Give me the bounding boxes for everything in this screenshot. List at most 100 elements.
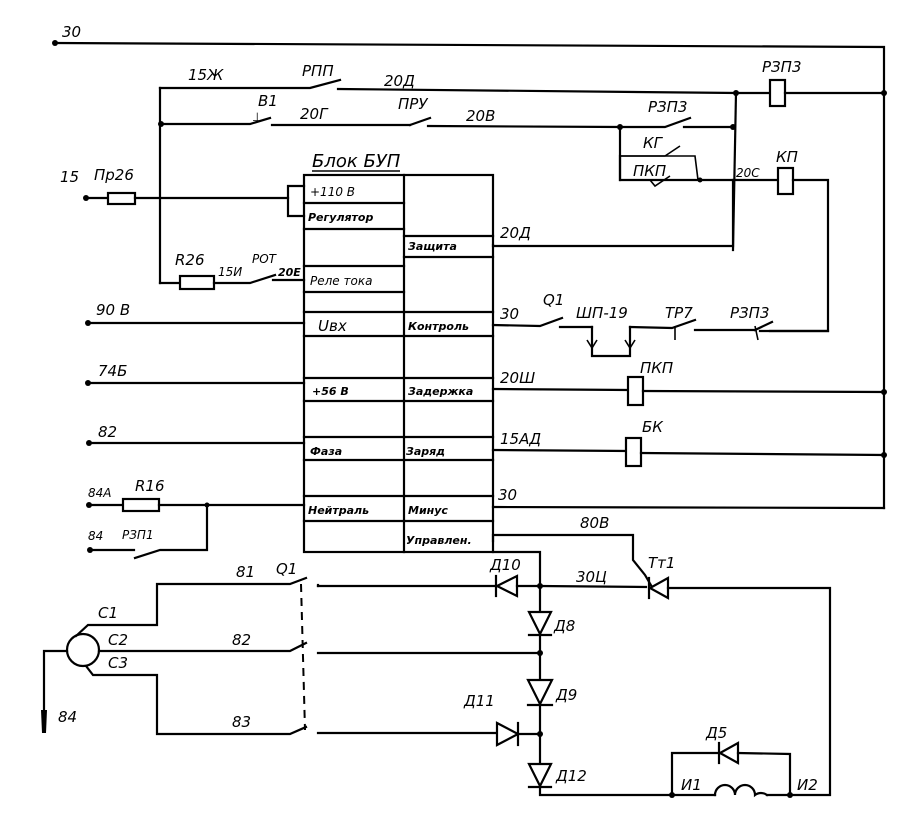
switch-label-b1: В1 [258, 92, 278, 110]
diode-d11 [495, 721, 521, 747]
wire-label-80v: 80В [580, 514, 609, 532]
contact-label-rpp: РПП [302, 62, 334, 80]
cell-charge: Заряд [406, 445, 445, 458]
cell-uin: Uвх [318, 317, 347, 335]
wire-label-84a: 84А [88, 486, 111, 500]
cell-control-out: Управлен. [406, 534, 472, 547]
switch-label-q1-top: Q1 [543, 291, 564, 309]
ground-terminal-icon [41, 710, 47, 733]
coil-label-bk: БК [642, 418, 664, 436]
phase-label-c1: С1 [98, 604, 118, 622]
diode-d9 [526, 678, 554, 707]
cell-control: Контроль [408, 320, 469, 333]
terminal-label-i2: И2 [797, 776, 818, 794]
diode-label-d8: Д8 [553, 617, 575, 635]
phase-label-c3: С3 [108, 654, 128, 672]
bus-30-top: 30 [52, 23, 886, 510]
coil-label-pkp: ПКП [640, 359, 673, 377]
relay-bk: 15АД БК [491, 418, 886, 468]
wire-label-30-top: 30 [62, 23, 81, 41]
wire-30-minus: 30 [491, 486, 886, 510]
thyristor-label-tt1: Тт1 [648, 554, 675, 572]
wire-label-20g: 20Г [300, 105, 329, 123]
coil-label-kp: КП [776, 148, 798, 166]
wire-label-15: 15 [60, 168, 79, 186]
resistor-label-r16: R16 [135, 477, 165, 495]
contact-label-rot: РОТ [252, 252, 278, 266]
diode-label-d9: Д9 [555, 686, 577, 704]
relay-kp: 20С КП [736, 148, 830, 333]
input-74b: 74Б [85, 362, 306, 386]
wire-80v-thyristor: 80В Тт1 [491, 514, 675, 589]
circuit-rpp: 15Ж РПП 20Д РЗП3 [158, 58, 886, 108]
fuse-pr26 [106, 191, 137, 206]
contact-label-pkp: ПКП [633, 162, 666, 180]
diode-d12 [527, 762, 553, 789]
wire-label-81: 81 [236, 563, 255, 581]
relay-coil-rzp3 [768, 78, 787, 108]
block-bup: Блок БУП +110 В Регулятор Реле тока Uв [302, 151, 495, 554]
block-title: Блок БУП [312, 151, 401, 172]
contact-label-rzp3-ctrl: РЗП3 [730, 304, 770, 322]
generator-q1: С1 С2 С3 81 Q1 82 83 84 [41, 560, 542, 736]
wire-label-74b: 74Б [98, 362, 127, 380]
cell-delay: Задержка [408, 385, 473, 398]
wire-label-90v: 90 В [96, 301, 130, 319]
input-82: 82 [86, 423, 306, 446]
input-84a-r16: 84А R16 84 РЗП1 [86, 477, 306, 560]
resistor-r26 [178, 274, 216, 291]
wire-label-83: 83 [232, 713, 251, 731]
diode-d5 [717, 741, 740, 765]
wire-20d-protection: 20Д [491, 178, 735, 248]
cell-current-relay: Реле тока [310, 274, 372, 288]
wire-label-30-minus: 30 [498, 486, 517, 504]
contact-label-kg: КГ [643, 134, 664, 152]
resistor-r16 [121, 497, 161, 513]
cell-plus110v: +110 В [310, 185, 355, 199]
wire-label-15zh: 15Ж [188, 66, 224, 84]
diode-label-d12: Д12 [555, 767, 587, 785]
diode-label-d11: Д11 [463, 692, 495, 710]
resistor-label-r26: R26 [175, 251, 205, 269]
coil-label-rzp3: РЗП3 [762, 58, 802, 76]
circuit-pru: В1 ⊥ 20Г ПРУ 20В [158, 86, 622, 285]
wire-label-30-ctrl: 30 [500, 305, 519, 323]
wire-label-20d-top: 20Д [384, 72, 415, 90]
wire-label-82: 82 [98, 423, 117, 441]
thyristor-tt1 [647, 576, 670, 600]
diode-label-d5: Д5 [705, 724, 727, 742]
wire-label-20e: 20Е [278, 266, 301, 279]
diode-bridge: Д10 30Ц Д8 Д9 Д11 Д12 [316, 550, 832, 795]
cell-plus56v: +56 В [312, 385, 349, 398]
circuit-r26-rot: R26 15И РОТ 20Е [158, 251, 306, 291]
wire-label-82-gen: 82 [232, 631, 251, 649]
wire-label-84: 84 [88, 529, 103, 543]
wire-label-15i: 15И [218, 265, 242, 279]
switch-label-q1-bottom: Q1 [276, 560, 297, 578]
diode-d8 [527, 610, 553, 637]
connector-label-shp19: ШП-19 [576, 304, 628, 322]
terminal-label-i1: И1 [681, 776, 702, 794]
cell-neutral: Нейтраль [308, 504, 369, 517]
wire-label-30ts: 30Ц [576, 568, 607, 586]
input-15-fuse: 15 Пр26 [60, 166, 306, 218]
inductor-coil-icon [713, 783, 769, 798]
inductor-with-d5: Д5 И1 И2 [538, 724, 832, 798]
wire-label-20d-mid: 20Д [500, 224, 531, 242]
input-90v: 90 В [85, 301, 306, 326]
wire-label-20sh: 20Ш [500, 369, 535, 387]
diode-label-d10: Д10 [489, 556, 521, 574]
fuse-label-pr26: Пр26 [94, 166, 134, 184]
wire-label-20v: 20В [466, 107, 495, 125]
wire-label-15ad: 15АД [500, 430, 541, 448]
phase-label-c2: С2 [108, 631, 128, 649]
control-chain: 30 Q1 ШП-19 ТР7 РЗП3 [491, 291, 830, 358]
contact-label-tr7: ТР7 [665, 304, 693, 322]
wire-label-20s: 20С [736, 166, 760, 180]
cell-protection: Защита [408, 240, 457, 253]
relay-pkp: 20Ш ПКП [491, 359, 886, 407]
button-symbol-icon: ⊥ [252, 110, 262, 124]
cell-phase: Фаза [310, 445, 342, 458]
wire-label-84-gnd: 84 [58, 708, 77, 726]
